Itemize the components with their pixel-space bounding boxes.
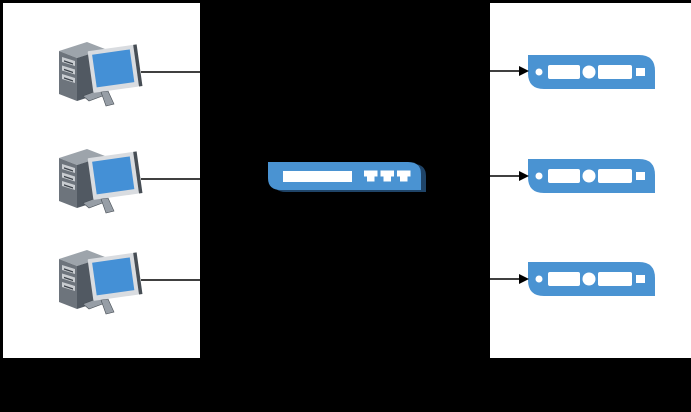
ethernet-switch-icon (268, 160, 428, 194)
desktop-computer-icon (55, 145, 143, 217)
desktop-computer-icon (55, 246, 143, 318)
rack-server-icon (528, 55, 655, 89)
rack-server-icon (528, 159, 655, 193)
desktop-computer-icon (55, 38, 143, 110)
rack-server-icon (528, 262, 655, 296)
